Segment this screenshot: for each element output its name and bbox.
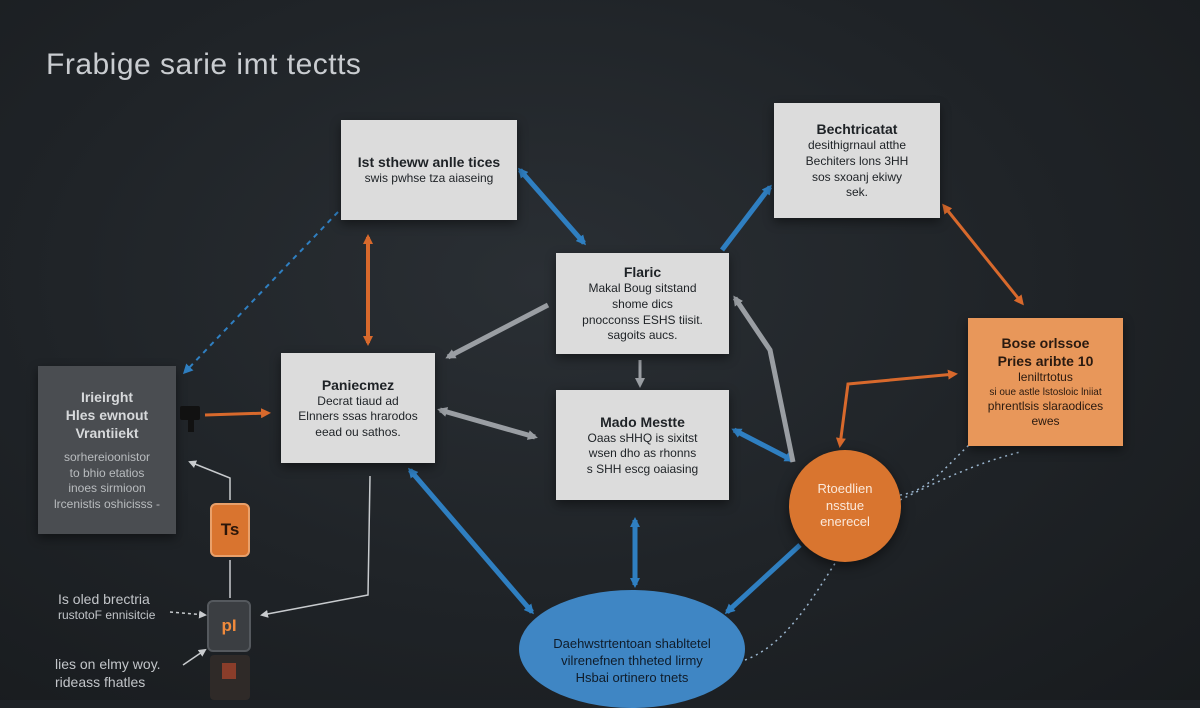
node-right-orange[interactable]: Bose orlssoe Pries aribte 10 leniltrtotu…: [968, 318, 1123, 446]
arrow-left-topleft-dashed: [182, 211, 339, 375]
arrow-centermid-circle: [731, 427, 795, 463]
connector-dark-badge: [188, 460, 231, 500]
connector-label2-badge: [182, 648, 207, 666]
node-right-orange-line: si oue astle lstosloic lniiat: [989, 386, 1102, 398]
badge-dark-shadow-icon: [210, 655, 250, 700]
side-label-line: rideass fhatles: [55, 674, 146, 691]
node-orange-circle-line: nsstue: [825, 497, 865, 513]
node-left-mid-line: eead ou sathos.: [315, 424, 401, 439]
node-blue-ellipse[interactable]: Daehwstrtentoan shabltetel vilrenefnen t…: [519, 590, 745, 708]
node-center-top-line: pnocconss ESHS tiisit.: [582, 312, 703, 327]
side-label-line: Is oled brectria: [58, 591, 150, 607]
node-center-top-line: sagoits aucs.: [607, 328, 678, 343]
arrow-circle-orangebox: [835, 369, 958, 448]
node-left-mid-line: Decrat tiaud ad: [317, 393, 399, 408]
plug-stem-icon: [188, 418, 194, 432]
node-center-mid-line: Oaas sHHQ is sixitst: [587, 430, 698, 445]
node-center-top-line: Makal Boug sitstand: [588, 281, 697, 296]
arrow-topright-orange: [942, 203, 1024, 306]
badge-dark-inner-icon: [222, 663, 236, 679]
diagram-title: Frabige sarie imt tectts: [46, 48, 362, 81]
node-top-left-line: swis pwhse tza aiaseing: [364, 171, 494, 186]
arrow-topleft-center: [518, 167, 586, 246]
node-blue-ellipse-line: Daehwstrtentoan shabltetel: [553, 636, 711, 651]
node-blue-ellipse-line: vilrenefnen thheted lirmy: [561, 652, 703, 668]
arrow-center-topright: [720, 184, 772, 252]
node-right-orange-line: phrentlsis slaraodices: [987, 398, 1104, 413]
side-label-lower: lies on elmy woy. rideass fhatles: [55, 655, 161, 691]
node-left-dark-title: Irieirght: [80, 388, 134, 405]
plug-icon: [180, 406, 200, 432]
arrow-circle-ellipse: [724, 543, 802, 615]
node-right-orange-subtitle: Pries aribte 10: [997, 353, 1094, 370]
node-right-orange-line: ewes: [1031, 414, 1060, 429]
node-center-mid-line: s SHH escg oaiasing: [586, 461, 699, 476]
node-right-orange-title: Bose orlssoe: [1001, 334, 1090, 351]
node-center-mid[interactable]: Mado Mestte Oaas sHHQ is sixitst wsen dh…: [556, 390, 729, 500]
arrow-dark-leftmid: [204, 408, 271, 419]
node-center-top[interactable]: Flaric Makal Boug sitstand shome dics pn…: [556, 253, 729, 354]
node-left-dark-subtitle: Hles ewnout: [65, 406, 149, 423]
node-right-orange-line: leniltrtotus: [1018, 370, 1073, 385]
node-left-dark-line: sorhereioonistor: [63, 450, 151, 465]
node-center-top-line: shome dics: [612, 297, 673, 311]
side-label-line: rustotoF ennisitcie: [58, 608, 156, 623]
node-left-dark-line: lrcenistis oshicisss -: [53, 496, 161, 511]
node-top-right[interactable]: Bechtricatat desithigrnaul atthe Bechite…: [774, 103, 940, 218]
badge-orange[interactable]: Ts: [210, 503, 250, 557]
dotted-circle-right: [899, 451, 1021, 501]
node-center-top-title: Flaric: [623, 264, 662, 281]
node-left-dark-subtitle: Vrantiiekt: [75, 424, 139, 441]
side-label-line: lies on elmy woy.: [55, 656, 161, 672]
node-left-mid-title: Paniecmez: [321, 376, 395, 393]
node-orange-circle-line: Rtoedlien: [817, 480, 873, 496]
arrow-leftmid-center: [445, 302, 550, 360]
arrow-leftmid-centermid: [437, 407, 538, 440]
node-left-dark-line: inoes sirmioon: [68, 481, 146, 496]
node-top-left[interactable]: Ist stheww anlle tices swis pwhse tza ai…: [341, 120, 517, 220]
node-top-right-line: sek.: [845, 185, 868, 200]
node-left-mid[interactable]: Paniecmez Decrat tiaud ad Elnners ssas h…: [281, 353, 435, 463]
node-top-right-line: desithigrnaul atthe: [807, 138, 907, 153]
node-orange-circle[interactable]: Rtoedlien nsstue enerecel: [789, 450, 901, 562]
node-orange-circle-line: enerecel: [820, 514, 870, 530]
node-left-dark-line: to bhio etatios: [69, 465, 145, 480]
node-top-right-line: sos sxoanj ekiwy: [811, 169, 903, 184]
node-top-left-title: Ist stheww anlle tices: [357, 154, 501, 171]
arrow-center-circle: [732, 295, 796, 463]
side-label-upper: Is oled brectria rustotoF ennisitcie: [58, 590, 155, 624]
node-center-mid-title: Mado Mestte: [600, 413, 685, 430]
arrow-mid-ellipse: [408, 467, 534, 615]
connector-leftmid-badge: [260, 475, 371, 618]
node-top-right-line: Bechiters lons 3HH: [805, 154, 909, 168]
node-left-dark[interactable]: Irieirght Hles ewnout Vrantiiekt sorhere…: [38, 366, 176, 534]
node-blue-ellipse-line: Hsbai ortinero tnets: [575, 669, 689, 685]
connector-label-badge: [169, 610, 207, 619]
badge-dark[interactable]: pI: [207, 600, 251, 652]
node-top-right-title: Bechtricatat: [816, 121, 898, 138]
node-center-mid-line: wsen dho as rhonns: [588, 446, 697, 461]
node-left-mid-line: Elnners ssas hrarodos: [298, 409, 418, 424]
